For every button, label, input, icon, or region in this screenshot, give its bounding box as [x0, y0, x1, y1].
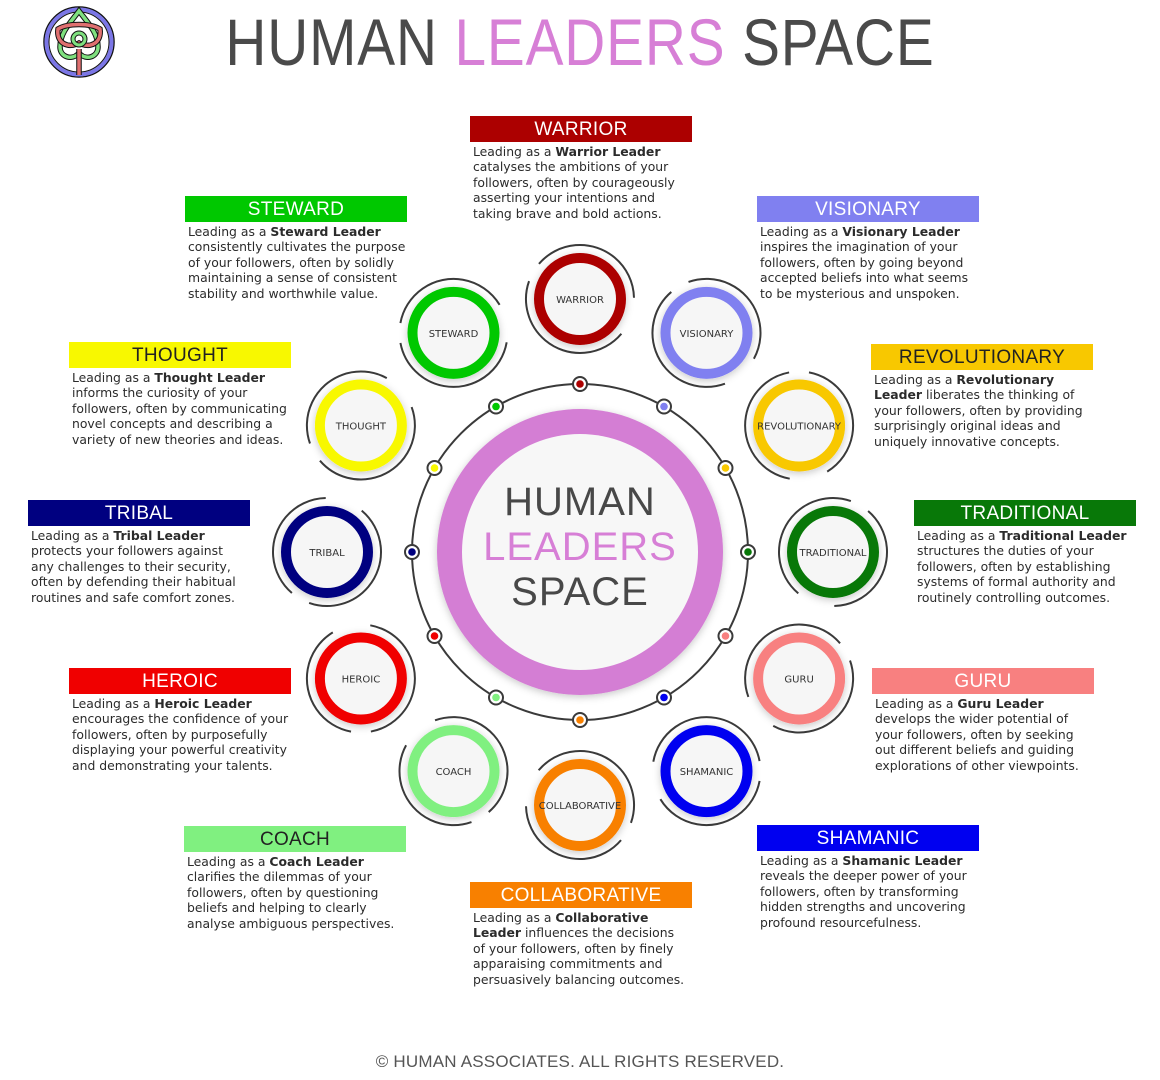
node-ring-shamanic [660, 725, 753, 818]
node-label-tribal: TRIBAL [308, 548, 345, 559]
node-coach: COACH [398, 716, 509, 827]
card-title-steward: STEWARD [185, 196, 407, 222]
node-ring-tribal [281, 506, 373, 598]
card-title-visionary: VISIONARY [757, 196, 979, 222]
node-ring-guru [753, 632, 846, 725]
node-label-revolutionary: REVOLUTIONARY [757, 422, 842, 433]
card-title-heroic: HEROIC [69, 668, 291, 694]
page-title: HUMAN LEADERS SPACE [81, 2, 1079, 82]
title-human: HUMAN [225, 5, 438, 79]
node-ring-visionary [660, 286, 753, 379]
card-title-tribal: TRIBAL [28, 500, 250, 526]
center-line-human: HUMAN [504, 480, 656, 524]
node-label-warrior: WARRIOR [556, 295, 604, 306]
node-label-traditional: TRADITIONAL [799, 548, 867, 559]
node-label-visionary: VISIONARY [680, 329, 735, 340]
card-title-revolutionary: REVOLUTIONARY [871, 344, 1093, 370]
card-title-guru: GURU [872, 668, 1094, 694]
node-ring-revolutionary [753, 379, 846, 472]
card-title-thought: THOUGHT [69, 342, 291, 368]
node-revolutionary: REVOLUTIONARY [744, 370, 855, 481]
node-traditional: TRADITIONAL [778, 497, 888, 607]
node-collaborative: COLLABORATIVE [525, 750, 635, 861]
node-ring-coach [407, 725, 500, 818]
node-ring-steward [407, 286, 500, 379]
node-ring-traditional [787, 506, 879, 598]
center-title: HUMAN LEADERS SPACE [440, 480, 720, 615]
node-label-thought: THOUGHT [335, 422, 387, 433]
title-space: SPACE [742, 5, 935, 79]
node-label-shamanic: SHAMANIC [680, 767, 734, 778]
node-heroic: HEROIC [305, 623, 416, 734]
node-label-coach: COACH [436, 767, 472, 778]
node-label-heroic: HEROIC [342, 675, 381, 686]
node-visionary: VISIONARY [651, 277, 762, 388]
center-line-space: SPACE [511, 570, 649, 614]
node-ring-warrior [534, 253, 626, 345]
node-ring-heroic [314, 632, 407, 725]
node-shamanic: SHAMANIC [651, 716, 762, 827]
card-title-shamanic: SHAMANIC [757, 825, 979, 851]
node-tribal: TRIBAL [272, 497, 382, 607]
card-title-coach: COACH [184, 826, 406, 852]
node-guru: GURU [744, 623, 855, 734]
node-label-guru: GURU [784, 675, 813, 686]
copyright-footer: © HUMAN ASSOCIATES. ALL RIGHTS RESERVED. [375, 1052, 785, 1071]
center-line-leaders: LEADERS [483, 525, 677, 569]
center-hub [437, 409, 723, 695]
node-steward: STEWARD [398, 277, 509, 388]
node-warrior: WARRIOR [525, 244, 635, 354]
node-label-steward: STEWARD [429, 329, 479, 340]
card-title-collaborative: COLLABORATIVE [470, 882, 692, 908]
title-leaders: LEADERS [454, 5, 726, 79]
card-title-traditional: TRADITIONAL [914, 500, 1136, 526]
node-ring-collaborative [534, 759, 626, 851]
node-thought: THOUGHT [305, 370, 416, 481]
card-title-warrior: WARRIOR [470, 116, 692, 142]
node-ring-thought [314, 379, 407, 472]
node-label-collaborative: COLLABORATIVE [539, 801, 621, 812]
celtic-knot-logo-icon [43, 6, 115, 78]
